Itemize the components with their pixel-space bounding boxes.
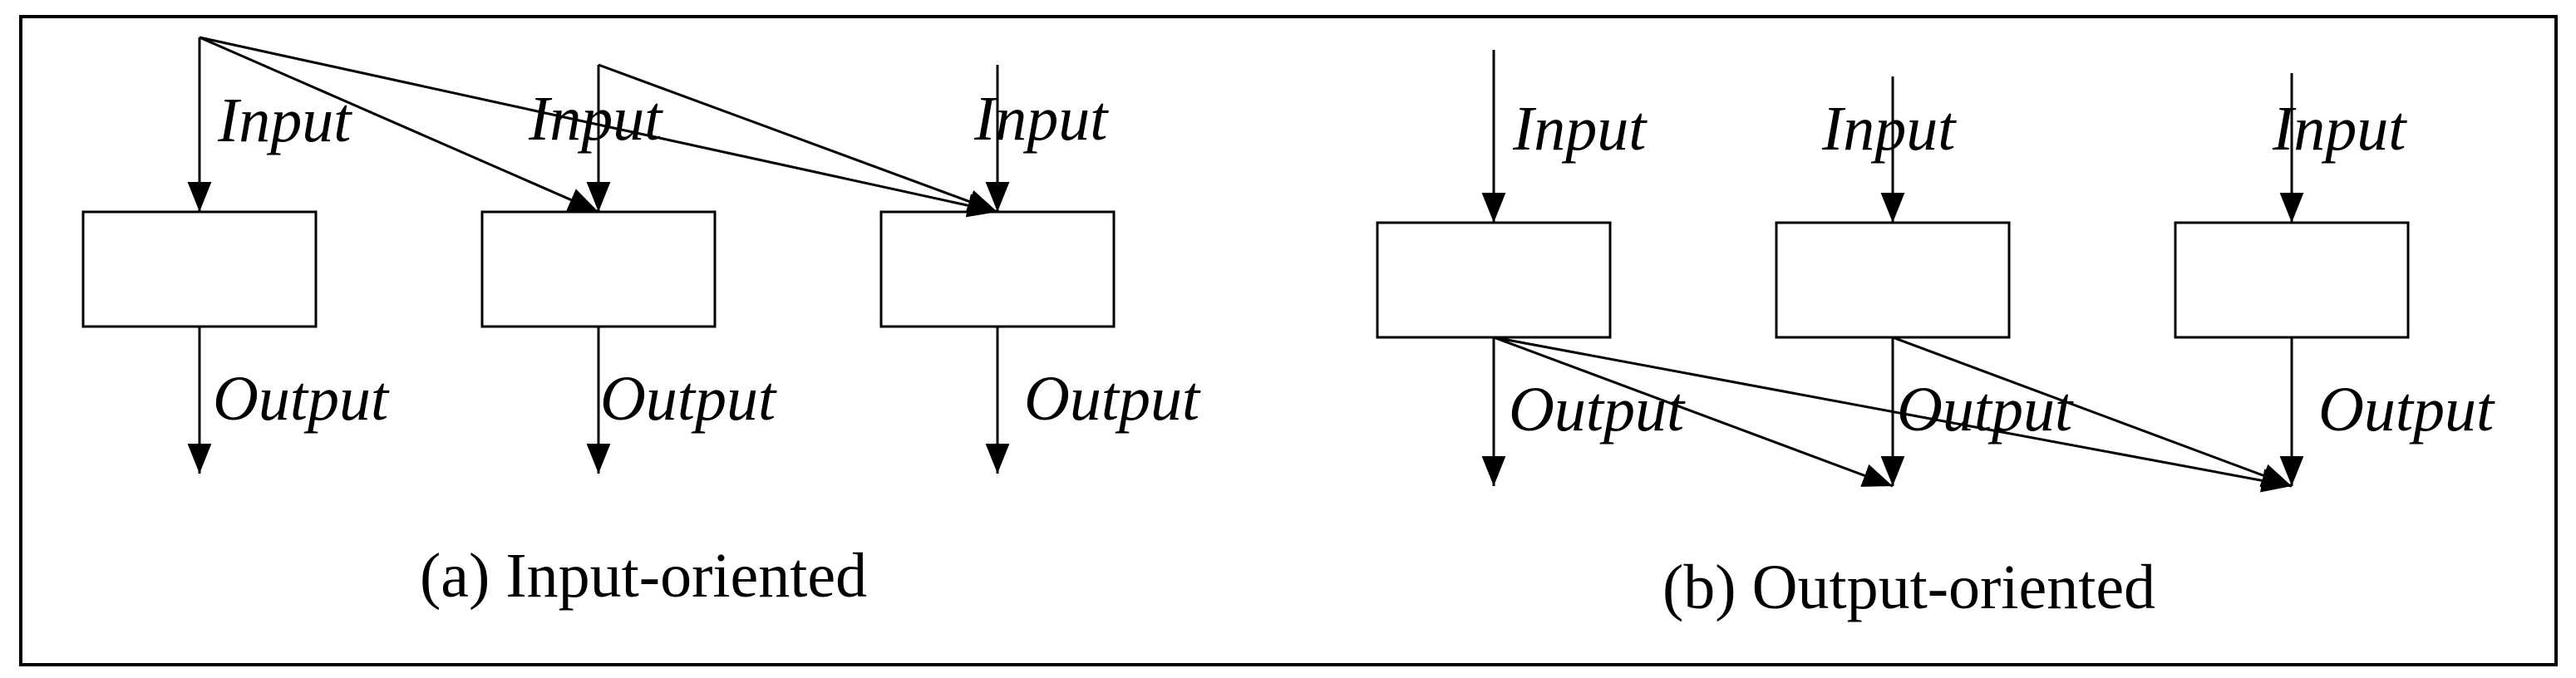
- input-label-b2: Input: [1821, 94, 1957, 164]
- node-box-a1: [81, 210, 318, 328]
- caption-input-oriented: (a) Input-oriented: [420, 541, 867, 611]
- input-label-a2: Input: [528, 84, 663, 154]
- panel-output-oriented: Input Input Input Output Output Output (…: [1376, 50, 2495, 622]
- input-label-b1: Input: [1512, 94, 1648, 164]
- output-arrow-b2-to-b3: [1892, 336, 2293, 488]
- input-label-a3: Input: [973, 84, 1109, 154]
- panel-input-oriented: Input Input Input Output Output Output (…: [81, 36, 1201, 611]
- caption-output-oriented: (b) Output-oriented: [1662, 553, 2155, 622]
- input-arrow-a1-to-a2: [199, 36, 599, 214]
- node-box-a3: [879, 210, 1116, 328]
- output-label-a2: Output: [600, 364, 777, 434]
- input-label-a1: Input: [217, 86, 352, 155]
- outer-frame: [19, 15, 2558, 666]
- input-arrow-a2-to-a3: [598, 63, 998, 214]
- node-box-b2: [1775, 221, 2011, 339]
- node-box-a2: [480, 210, 717, 328]
- output-label-b1: Output: [1509, 375, 1686, 445]
- output-label-b2: Output: [1897, 375, 2074, 445]
- output-arrow-b1-to-b2: [1493, 336, 1894, 488]
- output-label-a1: Output: [213, 364, 390, 434]
- output-label-a3: Output: [1024, 364, 1201, 434]
- input-label-b3: Input: [2272, 94, 2407, 164]
- node-box-b3: [2174, 221, 2410, 339]
- node-box-b1: [1376, 221, 1612, 339]
- output-label-b3: Output: [2318, 375, 2495, 445]
